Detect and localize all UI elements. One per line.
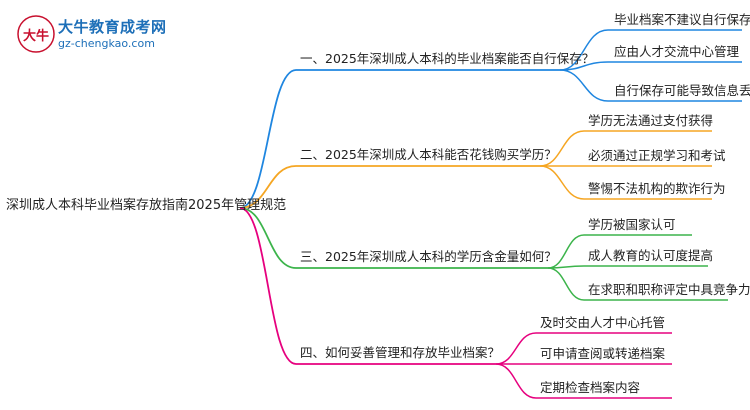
connector-branch-1-leaf-1 — [559, 29, 742, 71]
branch-4-leaf-3: 定期检查档案内容 — [540, 380, 641, 395]
branch-3-leaf-3: 在求职和职称评定中具竞争力 — [588, 282, 750, 297]
connector-branch-3-leaf-1 — [547, 234, 692, 269]
branch-3-label: 三、2025年深圳成人本科的学历含金量如何？ — [300, 249, 557, 264]
logo-mark-text: 大牛 — [23, 28, 49, 44]
branch-1-label: 一、2025年深圳成人本科的毕业档案能否自行保存？ — [300, 51, 595, 66]
branch-1-leaf-1: 毕业档案不建议自行保存 — [614, 12, 750, 27]
branch-4-label: 四、如何妥善管理和存放毕业档案？ — [300, 345, 501, 360]
branch-1-leaf-2: 应由人才交流中心管理 — [614, 44, 740, 59]
connector-root-branch-1 — [239, 69, 560, 209]
connector-root-branch-2 — [239, 165, 540, 209]
connector-branch-4-leaf-3 — [495, 363, 672, 399]
logo-url: gz-chengkao.com — [58, 37, 155, 50]
branch-3-leaf-2: 成人教育的认可度提高 — [588, 248, 714, 263]
branch-2-leaf-1: 学历无法通过支付获得 — [588, 113, 714, 128]
connector-root-branch-3 — [239, 207, 548, 269]
logo-title: 大牛教育成考网 — [58, 18, 167, 36]
branch-2-leaf-3: 警惕不法机构的欺诈行为 — [588, 181, 726, 196]
branch-4-leaf-2: 可申请查阅或转递档案 — [540, 346, 666, 361]
branch-2-leaf-2: 必须通过正规学习和考试 — [588, 148, 726, 163]
logo-mark-icon: 大牛 — [17, 15, 55, 53]
connector-branch-1-leaf-2 — [559, 61, 742, 71]
connector-branch-4-leaf-1 — [495, 332, 672, 365]
connector-root-branch-4 — [239, 207, 496, 365]
logo: 大牛 大牛教育成考网 gz-chengkao.com — [16, 14, 196, 58]
connector-branch-3-leaf-2 — [547, 265, 708, 269]
root-topic: 深圳成人本科毕业档案存放指南2025年管理规范 — [6, 198, 287, 213]
branch-3-leaf-1: 学历被国家认可 — [588, 217, 676, 232]
branch-2-label: 二、2025年深圳成人本科能否花钱购买学历？ — [300, 147, 557, 162]
connector-branch-2-leaf-3 — [539, 165, 712, 200]
connector-branch-1-leaf-3 — [559, 69, 742, 102]
connector-branch-2-leaf-1 — [539, 130, 712, 167]
branch-4-leaf-1: 及时交由人才中心托管 — [540, 315, 666, 330]
branch-1-leaf-3: 自行保存可能导致信息丢失 — [614, 83, 750, 98]
connector-branch-3-leaf-3 — [547, 267, 728, 301]
